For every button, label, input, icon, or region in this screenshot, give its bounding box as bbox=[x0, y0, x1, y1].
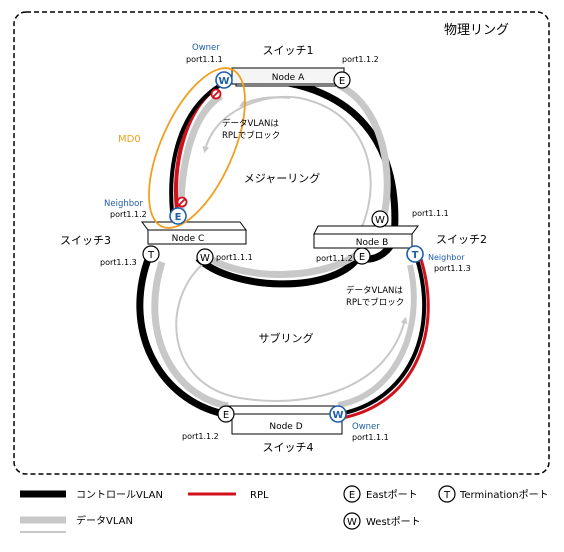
md0-domain-ellipse bbox=[148, 67, 246, 229]
major-block-note-1: データVLANは bbox=[222, 118, 279, 129]
sub-ring-data-right bbox=[337, 264, 417, 408]
port-sw3-e: E bbox=[169, 207, 187, 225]
sw1-port-w: port1.1.1 bbox=[186, 55, 223, 64]
major-data-flow-arrow bbox=[202, 95, 372, 249]
sub-ring-control-right bbox=[339, 255, 427, 416]
svg-text:E: E bbox=[359, 252, 365, 263]
sub-block-note-2: RPLでブロック bbox=[346, 297, 404, 308]
switch1-name: スイッチ1 bbox=[263, 44, 314, 57]
svg-text:W: W bbox=[332, 410, 343, 421]
sw2-port-e: port1.1.2 bbox=[316, 254, 353, 263]
svg-text:T: T bbox=[412, 250, 419, 261]
major-ring-data-bottom bbox=[202, 245, 368, 278]
legend-east-label: Eastポート bbox=[366, 489, 418, 501]
sw4-port-e: port1.1.2 bbox=[182, 432, 219, 441]
svg-text:E: E bbox=[175, 212, 182, 223]
sw3-neighbor-role: Neighbor bbox=[104, 199, 143, 209]
blocked-icon-sw1 bbox=[210, 88, 222, 100]
svg-text:T: T bbox=[147, 250, 155, 261]
port-sw3-w: W bbox=[196, 248, 214, 266]
port-sw4-w: W bbox=[329, 405, 347, 423]
sw4-owner-role: Owner bbox=[352, 422, 380, 432]
sw4-port-w: port1.1.1 bbox=[352, 433, 389, 442]
sub-data-flow-arrow bbox=[175, 261, 408, 402]
port-sw3-t: T bbox=[142, 245, 160, 263]
port-sw1-w: W bbox=[215, 71, 233, 89]
major-ring-label: メジャーリング bbox=[244, 171, 320, 185]
sw3-port-w: port1.1.1 bbox=[216, 253, 253, 262]
port-sw1-e: E bbox=[333, 71, 351, 89]
legend-east-port-icon: E bbox=[343, 485, 361, 503]
switch-node-b: Node B bbox=[313, 225, 419, 249]
major-ring-control-bottom bbox=[195, 255, 361, 288]
svg-text:E: E bbox=[349, 490, 355, 501]
port-sw4-e: E bbox=[217, 405, 235, 423]
node-c-label: Node C bbox=[172, 234, 205, 244]
legend-west-label: Westポート bbox=[366, 516, 421, 528]
sw1-port-e: port1.1.2 bbox=[342, 55, 379, 64]
switch-node-c: Node C bbox=[141, 221, 247, 245]
legend-west-port-icon: W bbox=[343, 512, 361, 530]
physical-ring-title: 物理リング bbox=[444, 23, 509, 38]
major-ring-data-left bbox=[177, 93, 224, 211]
port-sw2-t: T bbox=[406, 245, 424, 263]
svg-text:E: E bbox=[223, 410, 229, 421]
sub-ring-control-left bbox=[136, 252, 225, 418]
node-b-label: Node B bbox=[356, 238, 389, 248]
sw1-owner-role: Owner bbox=[192, 43, 220, 53]
sw3-port-e: port1.1.2 bbox=[110, 210, 147, 219]
major-block-note-2: RPLでブロック bbox=[222, 130, 280, 141]
sw3-port-t: port1.1.3 bbox=[100, 258, 137, 267]
physical-ring-boundary bbox=[13, 11, 550, 475]
switch-node-a: Node A bbox=[231, 67, 345, 87]
node-d-label: Node D bbox=[269, 422, 302, 432]
port-sw2-e: E bbox=[353, 247, 371, 265]
port-sw2-w: W bbox=[371, 210, 389, 228]
sw2-neighbor-role: Neighbor bbox=[428, 253, 465, 262]
svg-text:E: E bbox=[339, 76, 345, 87]
sw2-port-t: port1.1.3 bbox=[434, 264, 471, 273]
sub-ring-data-left bbox=[151, 260, 229, 410]
major-ring-control-left bbox=[169, 82, 224, 213]
svg-text:W: W bbox=[375, 215, 385, 226]
svg-text:T: T bbox=[443, 490, 451, 501]
switch2-name: スイッチ2 bbox=[436, 233, 487, 246]
svg-text:W: W bbox=[347, 517, 357, 528]
sw2-port-w: port1.1.1 bbox=[412, 209, 449, 218]
svg-text:W: W bbox=[200, 253, 210, 264]
switch4-name: スイッチ4 bbox=[263, 441, 314, 454]
md0-label: MD0 bbox=[118, 134, 141, 145]
sub-ring-label: サブリング bbox=[259, 331, 314, 345]
legend-term-label: Terminationポート bbox=[459, 489, 549, 501]
legend-rpl-label: RPL bbox=[250, 490, 269, 501]
legend-data-vlan-label: データVLAN bbox=[76, 514, 133, 527]
legend-term-port-icon: T bbox=[438, 485, 456, 503]
switch-node-d: Node D bbox=[227, 405, 343, 435]
blocked-icon-sw3 bbox=[176, 196, 188, 208]
svg-text:W: W bbox=[218, 76, 229, 87]
sub-ring-rpl bbox=[341, 255, 430, 420]
sub-block-note-1: データVLANは bbox=[346, 285, 403, 296]
node-a-label: Node A bbox=[272, 73, 305, 83]
legend: コントロールVLAN RPL データVLAN E Eastポート T Termi… bbox=[20, 485, 549, 533]
legend-control-vlan-label: コントロールVLAN bbox=[76, 490, 163, 501]
switch3-name: スイッチ3 bbox=[60, 234, 111, 247]
